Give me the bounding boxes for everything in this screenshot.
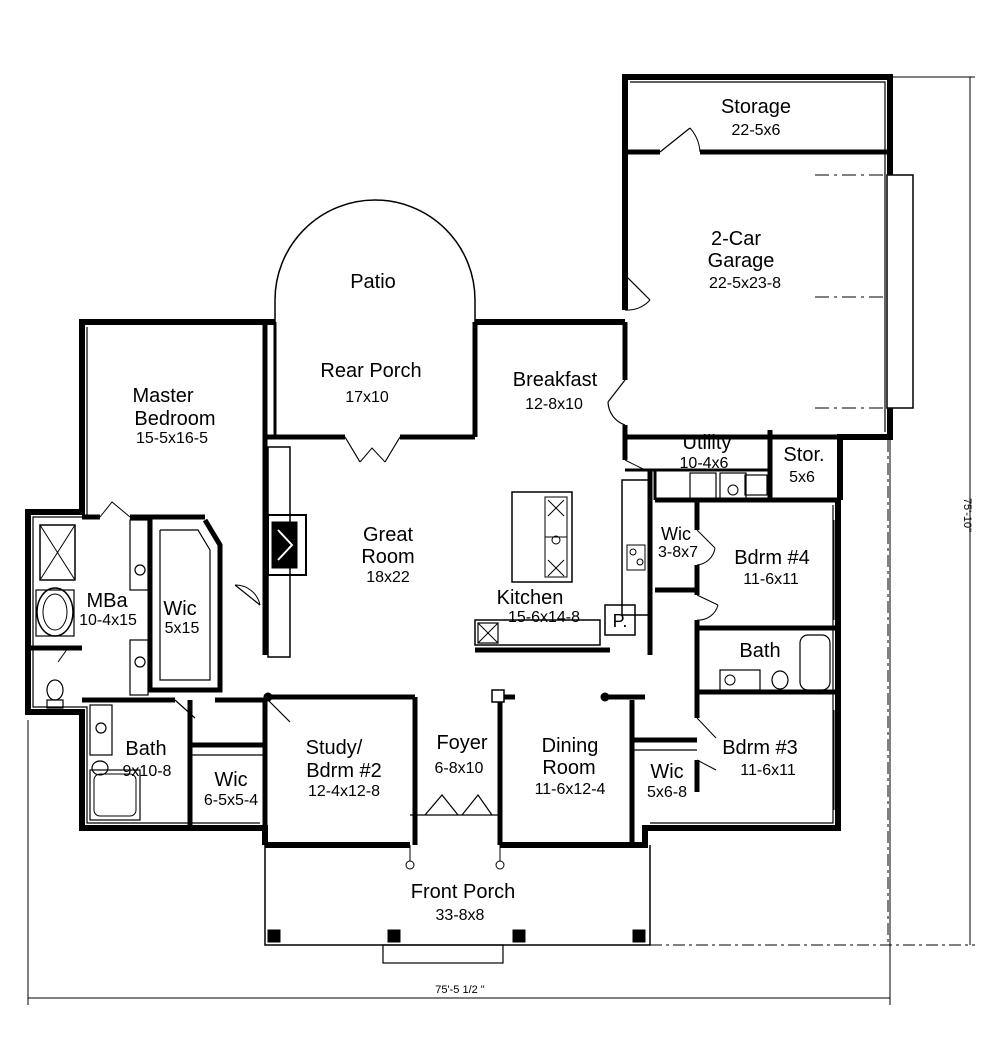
kitchen-dim: 15-6x14-8 xyxy=(508,609,580,626)
rear-porch xyxy=(265,322,478,463)
garage-walls xyxy=(624,127,914,409)
pantry-label: P. xyxy=(613,611,628,631)
garage-name-1: 2-Car xyxy=(711,228,761,250)
dimension-lines xyxy=(27,76,975,1005)
study-name-2: Bdrm #2 xyxy=(306,760,382,782)
wic-kitchen-name: Wic xyxy=(661,524,691,544)
overall-width: 75'-5 1/2 " xyxy=(435,984,485,996)
bdrm3-dim: 11-6x11 xyxy=(740,762,796,779)
stor-name: Stor. xyxy=(783,444,824,466)
wic-bdrm3-dim: 5x6-8 xyxy=(647,784,687,801)
left-bath-walls xyxy=(82,697,268,828)
room-labels: Storage 22-5x6 2-Car Garage 22-5x23-8 Pa… xyxy=(79,96,973,996)
kitchen-name: Kitchen xyxy=(497,587,564,609)
breakfast-name: Breakfast xyxy=(513,369,598,391)
garage-dim: 22-5x23-8 xyxy=(709,275,781,292)
master-dim: 15-5x16-5 xyxy=(136,430,208,447)
master-walls xyxy=(28,322,268,709)
storage-dim: 22-5x6 xyxy=(732,122,781,139)
kitchen-elements xyxy=(474,470,653,655)
bath-left-name: Bath xyxy=(125,738,166,760)
front-porch-name: Front Porch xyxy=(411,881,515,903)
wic-bdrm3-name: Wic xyxy=(650,761,683,783)
breakfast-dim: 12-8x10 xyxy=(525,396,583,413)
bath-right-name: Bath xyxy=(739,640,780,662)
patio-name: Patio xyxy=(350,271,396,293)
front-porch-dim: 33-8x8 xyxy=(436,907,485,924)
rear-porch-name: Rear Porch xyxy=(320,360,421,382)
bdrm4-name: Bdrm #4 xyxy=(734,547,810,569)
wic-study-name: Wic xyxy=(214,769,247,791)
bdrm3-name: Bdrm #3 xyxy=(722,737,798,759)
garage-name-2: Garage xyxy=(708,250,775,272)
overall-depth: 75'-10" xyxy=(961,498,973,532)
great-room-name-1: Great xyxy=(363,524,413,546)
master-name-2: Bedroom xyxy=(134,408,215,430)
front-porch xyxy=(264,845,651,964)
bath-left-dim: 9x10-8 xyxy=(123,763,172,780)
wic-master-name: Wic xyxy=(163,598,196,620)
foyer-name: Foyer xyxy=(436,732,487,754)
dining-name-1: Dining xyxy=(542,735,599,757)
wic-study-dim: 6-5x5-4 xyxy=(204,792,258,809)
stor-dim: 5x6 xyxy=(789,469,815,486)
dining-name-2: Room xyxy=(542,757,595,779)
dining-dim: 11-6x12-4 xyxy=(535,781,606,798)
exterior-walls xyxy=(25,74,893,848)
mba-name: MBa xyxy=(86,590,128,612)
master-name-1: Master xyxy=(132,385,193,407)
rear-porch-dim: 17x10 xyxy=(345,389,389,406)
foyer-dim: 6-8x10 xyxy=(435,760,484,777)
utility-dim: 10-4x6 xyxy=(680,455,729,472)
wic-kitchen-dim: 3-8x7 xyxy=(658,544,698,561)
wic-master-dim: 5x15 xyxy=(165,620,200,637)
front-room-walls xyxy=(263,689,610,845)
great-room-name-2: Room xyxy=(361,546,414,568)
utility-walls xyxy=(607,322,840,503)
study-name-1: Study/ xyxy=(306,737,363,759)
right-wing-walls xyxy=(605,500,838,845)
wall-inner-lines xyxy=(32,81,886,824)
patio xyxy=(274,199,476,322)
great-room-elements xyxy=(267,446,307,658)
study-dim: 12-4x12-8 xyxy=(308,783,380,800)
mba-dim: 10-4x15 xyxy=(79,612,137,629)
utility-name: Utility xyxy=(683,432,732,454)
great-room-dim: 18x22 xyxy=(366,569,410,586)
bdrm4-dim: 11-6x11 xyxy=(743,571,799,588)
storage-name: Storage xyxy=(721,96,791,118)
